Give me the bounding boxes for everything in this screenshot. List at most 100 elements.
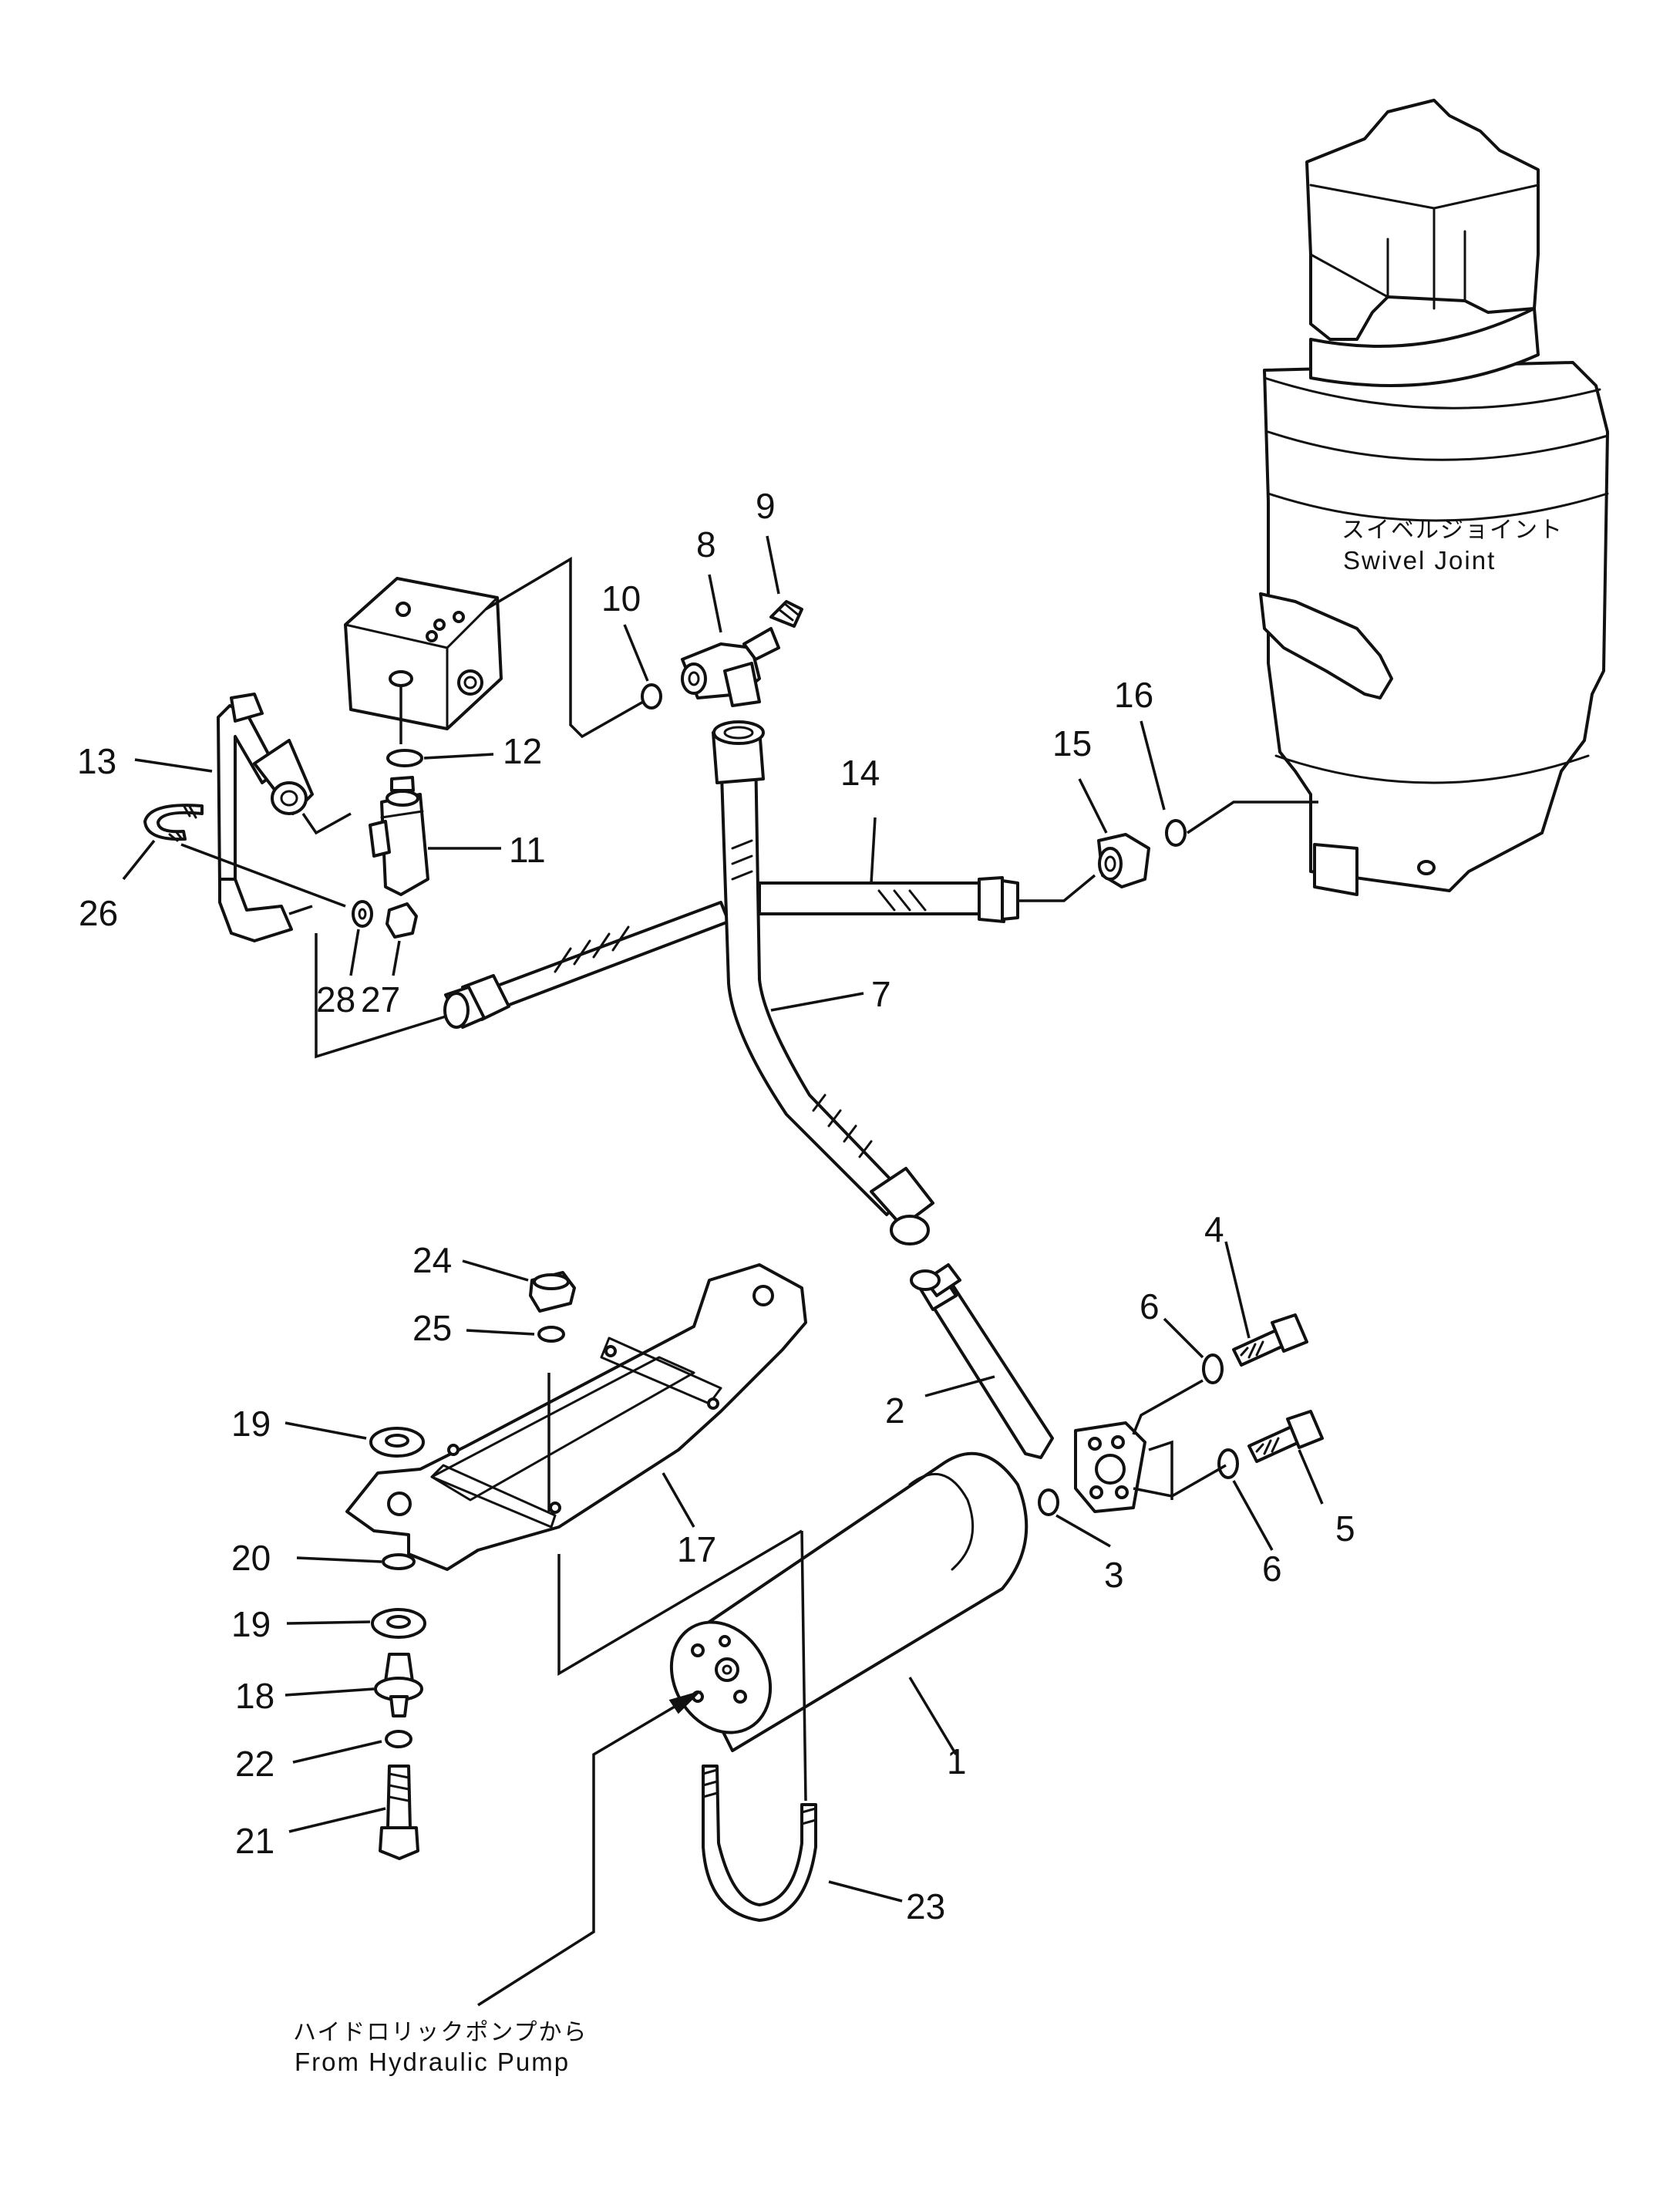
left-hose-connector — [315, 933, 446, 1059]
leader-17 — [662, 1472, 695, 1528]
part-26-u-bolt — [143, 804, 204, 842]
part-25-washer — [537, 1326, 565, 1343]
leader-28 — [349, 929, 360, 976]
callout-12: 12 — [503, 731, 542, 771]
leader-5 — [1298, 1449, 1324, 1505]
callout-20: 20 — [231, 1538, 271, 1578]
callout-6-upper: 6 — [1140, 1286, 1160, 1326]
leader-6b — [1232, 1480, 1274, 1551]
callout-24: 24 — [412, 1240, 452, 1280]
callout-8: 8 — [696, 524, 716, 565]
part-16-connector — [1187, 801, 1318, 834]
leader-24 — [462, 1259, 529, 1282]
callout-21: 21 — [235, 1821, 274, 1861]
part-14-connector — [1018, 874, 1096, 902]
callout-10: 10 — [601, 578, 641, 619]
part-6-lock-washer-upper — [1202, 1353, 1224, 1384]
callout-16: 16 — [1114, 675, 1153, 715]
callout-6-lower: 6 — [1262, 1549, 1282, 1589]
part-24-nut — [529, 1271, 576, 1313]
leader-13 — [134, 758, 213, 773]
valve-block — [344, 577, 503, 730]
leader-15 — [1078, 778, 1108, 834]
part-5-bolt — [1247, 1410, 1324, 1463]
leader-19a — [284, 1421, 367, 1440]
flange-bolt-connector-top — [1132, 1379, 1204, 1435]
part-23-u-bolt — [702, 1765, 817, 1922]
part-14-hose — [758, 876, 1019, 923]
part-28-washer — [352, 900, 373, 928]
left-hose — [443, 901, 730, 1029]
leader-10 — [623, 624, 649, 682]
leader-2 — [924, 1375, 995, 1397]
part-19-cushion-upper — [369, 1427, 425, 1458]
leader-6a — [1163, 1317, 1204, 1359]
swivel-joint: スイベルジョイント Swivel Joint — [1259, 99, 1609, 896]
callout-9: 9 — [756, 486, 776, 526]
callout-7: 7 — [871, 974, 891, 1014]
part-1-filter — [669, 1451, 1029, 1752]
callout-25: 25 — [412, 1308, 452, 1348]
callout-13: 13 — [77, 741, 116, 781]
part-21-bolt — [379, 1765, 419, 1860]
part-3-o-ring — [1038, 1488, 1059, 1516]
swivel-joint-label-en: Swivel Joint — [1343, 546, 1496, 575]
leader-8 — [708, 574, 722, 633]
pump-inlet-arrow — [477, 1690, 702, 2007]
callout-17: 17 — [677, 1529, 716, 1569]
part-17-bracket — [345, 1263, 807, 1571]
part-15-adapter — [1097, 833, 1150, 888]
leader-16 — [1140, 720, 1166, 811]
leader-12 — [423, 753, 494, 760]
callout-28: 28 — [316, 979, 355, 1020]
leader-23 — [828, 1880, 903, 1903]
pump-label-jp: ハイドロリックポンプから — [293, 2019, 588, 2046]
pump-label-en: From Hydraulic Pump — [295, 2048, 570, 2076]
part-2-flange — [1074, 1421, 1146, 1513]
part-19-cushion-lower — [371, 1608, 426, 1639]
leader-26 — [122, 839, 156, 881]
part-22-lock-washer — [385, 1730, 412, 1748]
part-2-tube — [910, 1263, 1054, 1459]
leader-7 — [770, 992, 864, 1012]
callout-3: 3 — [1104, 1555, 1124, 1595]
callout-15: 15 — [1052, 723, 1092, 763]
part-12-o-ring — [386, 749, 423, 767]
part-8-tee-fitting — [681, 627, 780, 707]
callout-1: 1 — [947, 1741, 967, 1781]
callout-2: 2 — [885, 1390, 905, 1431]
part-4-bolt — [1232, 1313, 1308, 1367]
leader-18 — [284, 1687, 375, 1697]
u-bolt-guide — [800, 1530, 807, 1802]
callout-26: 26 — [79, 893, 118, 933]
leader-4 — [1224, 1241, 1251, 1339]
swivel-joint-label-jp: スイベルジョイント — [1342, 517, 1564, 544]
part-16-o-ring — [1165, 819, 1187, 847]
valve-block-connector — [485, 556, 651, 739]
part-10-o-ring — [641, 683, 662, 710]
flange-bolt-connector-bottom — [1133, 1440, 1227, 1500]
leader-21 — [288, 1807, 386, 1833]
part-18-stud — [374, 1653, 423, 1717]
part-7-hose — [712, 720, 934, 1245]
callout-labels: 1 2 3 4 5 6 6 7 8 9 10 11 12 13 14 15 16… — [77, 486, 1355, 1926]
leader-3 — [1055, 1514, 1111, 1548]
leader-22 — [292, 1740, 382, 1764]
part-11-valve — [369, 776, 429, 896]
callout-4: 4 — [1204, 1209, 1224, 1249]
leader-27 — [392, 940, 401, 976]
callout-19-lower: 19 — [231, 1604, 271, 1644]
leader-1 — [908, 1677, 958, 1755]
mount-to-filter-line — [557, 1529, 803, 1677]
part-6-lock-washer-lower — [1217, 1448, 1239, 1479]
leader-26b — [180, 843, 346, 908]
part-9-plug — [769, 600, 803, 628]
callout-22: 22 — [235, 1744, 274, 1784]
callout-18: 18 — [235, 1676, 274, 1716]
callout-11: 11 — [509, 830, 546, 870]
leader-25 — [466, 1329, 535, 1336]
callout-27: 27 — [361, 979, 400, 1020]
part-27-nut — [385, 902, 418, 939]
leader-9 — [766, 535, 780, 595]
